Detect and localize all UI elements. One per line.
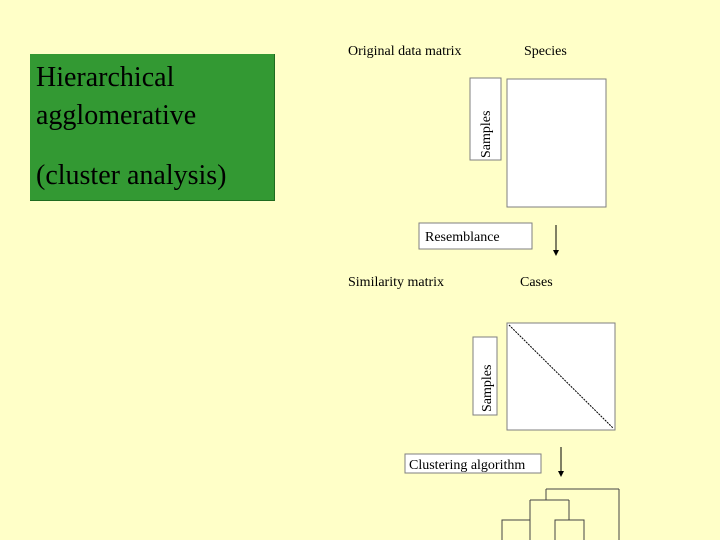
dendrogram-leaf-left [501, 519, 531, 540]
title-line-2: agglomerative [36, 100, 197, 131]
cases-label: Cases [520, 275, 553, 290]
title-line-1: Hierarchical [36, 62, 175, 93]
original-data-matrix-label: Original data matrix [348, 44, 462, 59]
title-box: Hierarchical agglomerative (cluster anal… [30, 54, 275, 201]
samples-label-top: Samples [479, 111, 494, 158]
resemblance-label: Resemblance [425, 230, 500, 245]
species-label: Species [524, 44, 567, 59]
similarity-matrix-label: Similarity matrix [348, 275, 444, 290]
samples-box-top [469, 77, 502, 161]
clustering-algorithm-box [404, 453, 542, 474]
samples-label-bottom: Samples [480, 365, 495, 412]
samples-box-bottom [472, 336, 498, 416]
arrow-1-head [553, 250, 559, 256]
clustering-algorithm-label: Clustering algorithm [409, 458, 525, 473]
dendrogram-leaf-right [554, 519, 585, 540]
dendrogram [501, 488, 620, 540]
title-line-3: (cluster analysis) [36, 160, 227, 191]
arrow-2-head [558, 471, 564, 477]
matrix-diagonal [508, 324, 614, 429]
resemblance-box [418, 222, 533, 250]
original-matrix-box [506, 78, 607, 208]
